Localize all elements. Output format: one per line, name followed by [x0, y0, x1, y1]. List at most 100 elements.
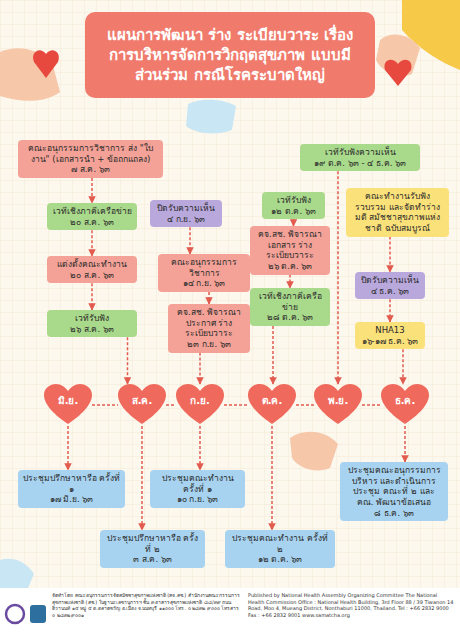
process-box: แต่งตั้งคณะทำงาน๒๐ ส.ค. ๖๓ [47, 256, 137, 283]
node-text: แต่งตั้งคณะทำงาน [51, 259, 133, 270]
month-heart: ต.ค. [248, 384, 296, 426]
month-heart: ธ.ค. [381, 384, 429, 426]
node-text: ส.ค. [118, 395, 166, 408]
meeting-box: ประชุมคณะทำงาน ครั้งที่ ๑๑๐ ก.ย. ๖๓ [150, 470, 245, 508]
dashed-arrow [389, 237, 391, 273]
node-text: เวทีรับฟัง [266, 195, 321, 206]
node-text: เวทีเชิงภาคีเครือข่าย [254, 291, 326, 312]
timeline-line [166, 404, 176, 406]
node-text: เวทีรับฟัง [51, 313, 133, 324]
glove [0, 559, 34, 588]
node-text: ประชุมคณะทำงาน ครั้งที่ ๒ [229, 533, 331, 554]
date-text: ๒๓ ก.ย. ๖๓ [172, 339, 246, 350]
meeting-box: ประชุมคณะอนุกรรมการบริหาร และดำเนินการปร… [340, 462, 448, 521]
timeline-line [224, 404, 248, 406]
date-text: ๑๒ ต.ค. ๖๓ [266, 206, 321, 217]
meeting-box: ประชุมปรึกษาหารือ ครั้งที่ ๑๑๗ มิ.ย. ๖๓ [18, 470, 125, 508]
date-text: ๑๖-๑๗ ธ.ค. ๖๓ [359, 336, 421, 347]
timeline-line [362, 404, 381, 406]
node-text: คจ.สช. พิจารณาเอกสาร ร่างระเบียบวาระ [254, 229, 326, 261]
timeline-line [92, 404, 118, 406]
hand [0, 48, 60, 100]
heart-icon [33, 50, 59, 78]
node-text: ก.ย. [176, 395, 224, 408]
date-text: ๓ ส.ค. ๖๓ [104, 554, 201, 565]
node-text: เวทีรับฟังความเห็น [304, 147, 416, 158]
node-text: ปิดรับความเห็น [359, 275, 421, 286]
dashed-arrow [127, 337, 129, 384]
date-text: ๑๒ ต.ค. ๖๓ [229, 554, 331, 565]
month-heart: ก.ย. [176, 384, 224, 426]
glove [186, 100, 236, 134]
meeting-box: ประชุมคณะทำงาน ครั้งที่ ๒๑๒ ต.ค. ๖๓ [225, 530, 335, 568]
node-text: เวทีเชิงภาคีเครือข่าย [51, 206, 133, 217]
heart-outline [314, 384, 362, 424]
process-box: คจ.สช. พิจารณาเอกสาร ร่างระเบียบวาระ๒๖ ต… [250, 226, 330, 275]
logo [2, 588, 52, 639]
node-text: คณะอนุกรรมการวิชาการ [162, 257, 246, 278]
footer-text: จัดทำโดย คณะอนุกรรมการจัดสมัชชาสุขภาพแห่… [52, 592, 242, 618]
deadline-box: ปิดรับความเห็น๔ ก.ย. ๖๓ [150, 200, 222, 227]
node-text: ประชุมปรึกษาหารือ ครั้งที่ ๒ [104, 533, 201, 554]
date-text: ๒๐ ส.ค. ๖๓ [51, 217, 133, 228]
title-banner: แผนการพัฒนา ร่าง ระเบียบวาระ เรื่อง การบ… [85, 12, 375, 98]
dashed-arrow [389, 299, 391, 322]
timeline-line [296, 404, 314, 406]
node-text: ต.ค. [248, 395, 296, 408]
node-text: ประชุมคณะทำงาน ครั้งที่ ๑ [154, 473, 241, 494]
date-text: ๗ ส.ค. ๖๓ [22, 164, 159, 175]
date-text: ๑๐ ก.ย. ๖๓ [154, 494, 241, 505]
heart-outline [248, 384, 296, 424]
date-text: ๔ ธ.ค. ๖๓ [359, 286, 421, 297]
deadline-box: ปิดรับความเห็น๔ ธ.ค. ๖๓ [355, 272, 425, 299]
hand [290, 432, 338, 471]
month-heart: ส.ค. [118, 384, 166, 426]
heart-icon [384, 60, 411, 86]
meeting-box: ประชุมปรึกษาหารือ ครั้งที่ ๒๓ ส.ค. ๖๓ [100, 530, 205, 568]
process-box: คจ.สช. พิจารณาประกาศ ร่าง ระเบียบวาระ๒๓ … [168, 304, 250, 353]
logo-ring [6, 605, 24, 623]
node-text: ธ.ค. [381, 395, 429, 408]
date-text: ๑๔ ก.ย. ๖๓ [162, 278, 246, 289]
heart-outline [118, 384, 166, 424]
footer-text: Published by National Health Assembly Or… [248, 592, 454, 618]
heart-outline [176, 384, 224, 424]
dashed-arrow [293, 219, 295, 226]
month-heart: พ.ย. [314, 384, 362, 426]
node-text: NHA13 [359, 325, 421, 336]
node-text: พ.ย. [314, 395, 362, 408]
month-heart: มิ.ย. [44, 384, 92, 426]
milestone-box: NHA13๑๖-๑๗ ธ.ค. ๖๓ [355, 322, 425, 349]
process-box: คณะอนุกรรมการวิชาการ๑๔ ก.ย. ๖๓ [158, 254, 250, 292]
dashed-arrow [199, 426, 201, 470]
dashed-arrow [289, 275, 291, 289]
date-text: ๑๗ มิ.ย. ๖๓ [22, 494, 121, 505]
date-text: ๒๖ ส.ค. ๖๓ [51, 324, 133, 335]
node-text: มิ.ย. [44, 395, 92, 408]
date-text: ๔ ก.ย. ๖๓ [154, 214, 218, 225]
node-text: คจ.สช. พิจารณาประกาศ ร่าง ระเบียบวาระ [172, 307, 246, 339]
forum-box: เวทีเชิงภาคีเครือข่าย๒๘ ต.ค. ๖๓ [250, 288, 330, 326]
dashed-arrow [67, 426, 69, 470]
process-box: คณะอนุกรรมการวิชาการ ส่ง "ใบงาน" (เอกสาร… [18, 140, 163, 178]
title-text: แผนการพัฒนา ร่าง ระเบียบวาระ เรื่อง การบ… [97, 25, 363, 86]
dashed-arrow [199, 353, 201, 385]
heart-outline [44, 384, 92, 424]
node-text: คณะทำงานรับฟัง รวบรวม และจัดทำร่างมติ สม… [350, 191, 445, 234]
dashed-arrow [272, 326, 274, 384]
dashed-arrow [402, 349, 404, 384]
dashed-arrow [189, 227, 191, 254]
date-text: ๒๐ ส.ค. ๖๓ [51, 270, 133, 281]
dashed-arrow [208, 292, 210, 304]
node-text: คณะอนุกรรมการวิชาการ ส่ง "ใบงาน" (เอกสาร… [22, 143, 159, 164]
dashed-arrow [141, 426, 143, 530]
dashed-arrow [271, 426, 273, 530]
dashed-arrow [91, 230, 93, 256]
date-text: ๑๙ ต.ค. ๖๓ - ๔ ธ.ค. ๖๓ [304, 158, 416, 169]
date-text: ๒๖ ต.ค. ๖๓ [254, 261, 326, 272]
forum-box: เวทีรับฟัง๒๖ ส.ค. ๖๓ [47, 310, 137, 337]
node-text: ประชุมคณะอนุกรรมการบริหาร และดำเนินการปร… [344, 465, 444, 508]
logo-block [30, 605, 46, 623]
